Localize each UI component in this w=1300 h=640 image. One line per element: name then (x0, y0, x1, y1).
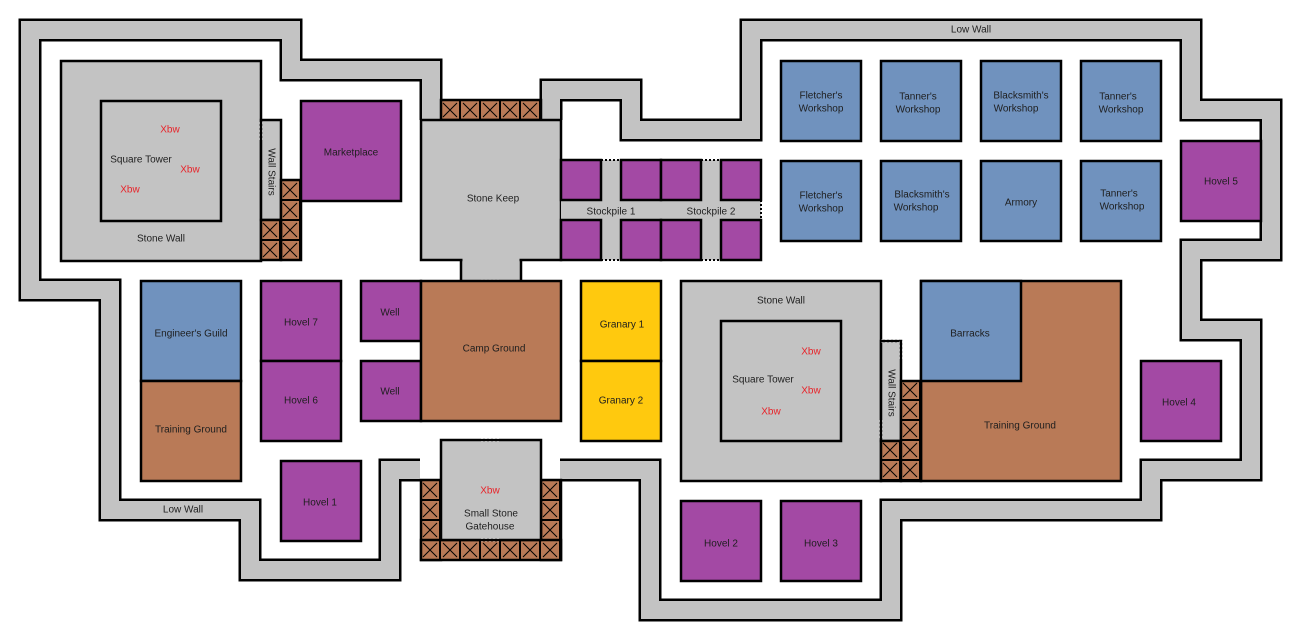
gatehouse-label: Gatehouse (466, 522, 515, 533)
workshop-label: Workshop (896, 105, 941, 116)
hovel-4[interactable] (1139, 359, 1223, 443)
hovel-5[interactable] (1179, 139, 1263, 223)
training-ground-label: Training Ground (155, 425, 227, 436)
west-stone-wall-label: Stone Wall (137, 234, 185, 245)
camp-ground[interactable] (419, 279, 563, 423)
gatehouse-label: Small Stone (464, 509, 518, 520)
workshop-label: Blacksmith's (993, 91, 1048, 102)
workshop-label: Workshop (799, 204, 844, 215)
stockpile-2-label: Stockpile 2 (687, 207, 736, 218)
workshop-label: Workshop (894, 203, 939, 214)
xbw-label: Xbw (160, 125, 180, 136)
stockpile-cell (719, 158, 763, 202)
stockpile-1-label: Stockpile 1 (587, 207, 636, 218)
stone-keep-label: Stone Keep (467, 194, 520, 205)
granary-1-label: Granary 1 (600, 320, 645, 331)
tanners-workshop[interactable] (1079, 159, 1163, 243)
hovel-2[interactable] (679, 499, 763, 583)
blacksmiths-workshop[interactable] (979, 59, 1063, 143)
xbw-label: Xbw (801, 347, 821, 358)
hovel-6-label: Hovel 6 (284, 396, 318, 407)
tanners-workshop[interactable] (879, 59, 963, 143)
xbw-label: Xbw (801, 386, 821, 397)
fletchers-workshop[interactable] (779, 159, 863, 243)
engineers-guild-label: Engineer's Guild (154, 329, 227, 340)
workshop-label: Workshop (1100, 202, 1145, 213)
barracks-label: Barracks (950, 329, 989, 340)
well-1[interactable] (359, 279, 423, 343)
xbw-label: Xbw (761, 407, 781, 418)
hovel-1-label: Hovel 1 (303, 498, 337, 509)
workshop-label: Tanner's (1099, 92, 1137, 103)
stockpile-cell (719, 218, 763, 262)
west-fort: Square Tower Xbw Xbw Xbw Stone Wall Wall… (59, 59, 303, 263)
hovel-3-label: Hovel 3 (804, 539, 838, 550)
well-label: Well (380, 308, 399, 319)
keep-crenellations (439, 98, 543, 122)
marketplace[interactable] (299, 99, 403, 203)
low-wall (18, 18, 1283, 622)
workshop-label: Armory (1005, 198, 1037, 209)
gatehouse-crenellations (419, 538, 563, 562)
tanners-workshop[interactable] (1079, 59, 1163, 143)
stockpile-cell (659, 218, 703, 262)
workshop-label: Fletcher's (799, 91, 842, 102)
west-stairs-label: Wall Stairs (265, 148, 276, 195)
well-2[interactable] (359, 359, 423, 423)
fletchers-workshop[interactable] (779, 59, 863, 143)
east-crenellations-2 (899, 379, 923, 483)
low-wall-label-top: Low Wall (951, 25, 991, 36)
stockpile-area: Stockpile 1 Stockpile 2 (559, 158, 763, 262)
xbw-label: Xbw (120, 185, 140, 196)
camp-ground-label: Camp Ground (463, 344, 526, 355)
training-ground-label: Training Ground (984, 421, 1056, 432)
gatehouse-body[interactable] (439, 438, 543, 542)
workshop-label: Workshop (799, 104, 844, 115)
hovel-6[interactable] (259, 359, 343, 443)
stockpile-cell (619, 218, 663, 262)
hovel-7-label: Hovel 7 (284, 318, 318, 329)
stockpile-cell (619, 158, 663, 202)
east-tower-label: Square Tower (732, 375, 794, 386)
workshop-label: Workshop (994, 104, 1039, 115)
workshop-label: Blacksmith's (894, 190, 949, 201)
workshop-label: Fletcher's (799, 191, 842, 202)
training-ground-west[interactable] (139, 379, 243, 483)
granary-1[interactable] (579, 279, 663, 363)
well-label: Well (380, 387, 399, 398)
xbw-label: Xbw (480, 486, 500, 497)
marketplace-label: Marketplace (324, 148, 379, 159)
hovel-4-label: Hovel 4 (1162, 398, 1196, 409)
hovel-5-label: Hovel 5 (1204, 177, 1238, 188)
east-fort: Stone Wall Square Tower Xbw Xbw Xbw Wall… (679, 279, 903, 483)
stockpile-cell (559, 218, 603, 262)
stockpile-cell (559, 158, 603, 202)
granary-2-label: Granary 2 (599, 396, 644, 407)
barracks[interactable] (919, 279, 1023, 383)
xbw-label: Xbw (180, 165, 200, 176)
workshop-label: Workshop (1099, 105, 1144, 116)
west-crenellations-2 (259, 218, 283, 262)
west-crenellations (279, 178, 303, 262)
low-wall-label-bottom: Low Wall (163, 505, 203, 516)
stockpile-cell (659, 158, 703, 202)
armory[interactable] (979, 159, 1063, 243)
small-stone-gatehouse[interactable]: Xbw Small Stone Gatehouse (419, 438, 563, 562)
east-stone-wall-label: Stone Wall (757, 296, 805, 307)
hovel-3[interactable] (779, 499, 863, 583)
east-stairs-label: Wall Stairs (885, 369, 896, 416)
east-crenellations (879, 439, 903, 483)
hovel-2-label: Hovel 2 (704, 539, 738, 550)
west-square-tower[interactable] (99, 99, 223, 223)
blacksmiths-workshop[interactable] (879, 159, 963, 243)
hovel-1[interactable] (279, 459, 363, 543)
stone-keep[interactable] (419, 118, 563, 262)
west-tower-label: Square Tower (110, 155, 172, 166)
workshop-label: Tanner's (899, 92, 937, 103)
east-square-tower[interactable] (719, 319, 843, 443)
workshop-label: Tanner's (1100, 189, 1138, 200)
granary-2[interactable] (579, 359, 663, 443)
workshops: Fletcher's Workshop Tanner's Workshop Bl… (779, 59, 1163, 243)
